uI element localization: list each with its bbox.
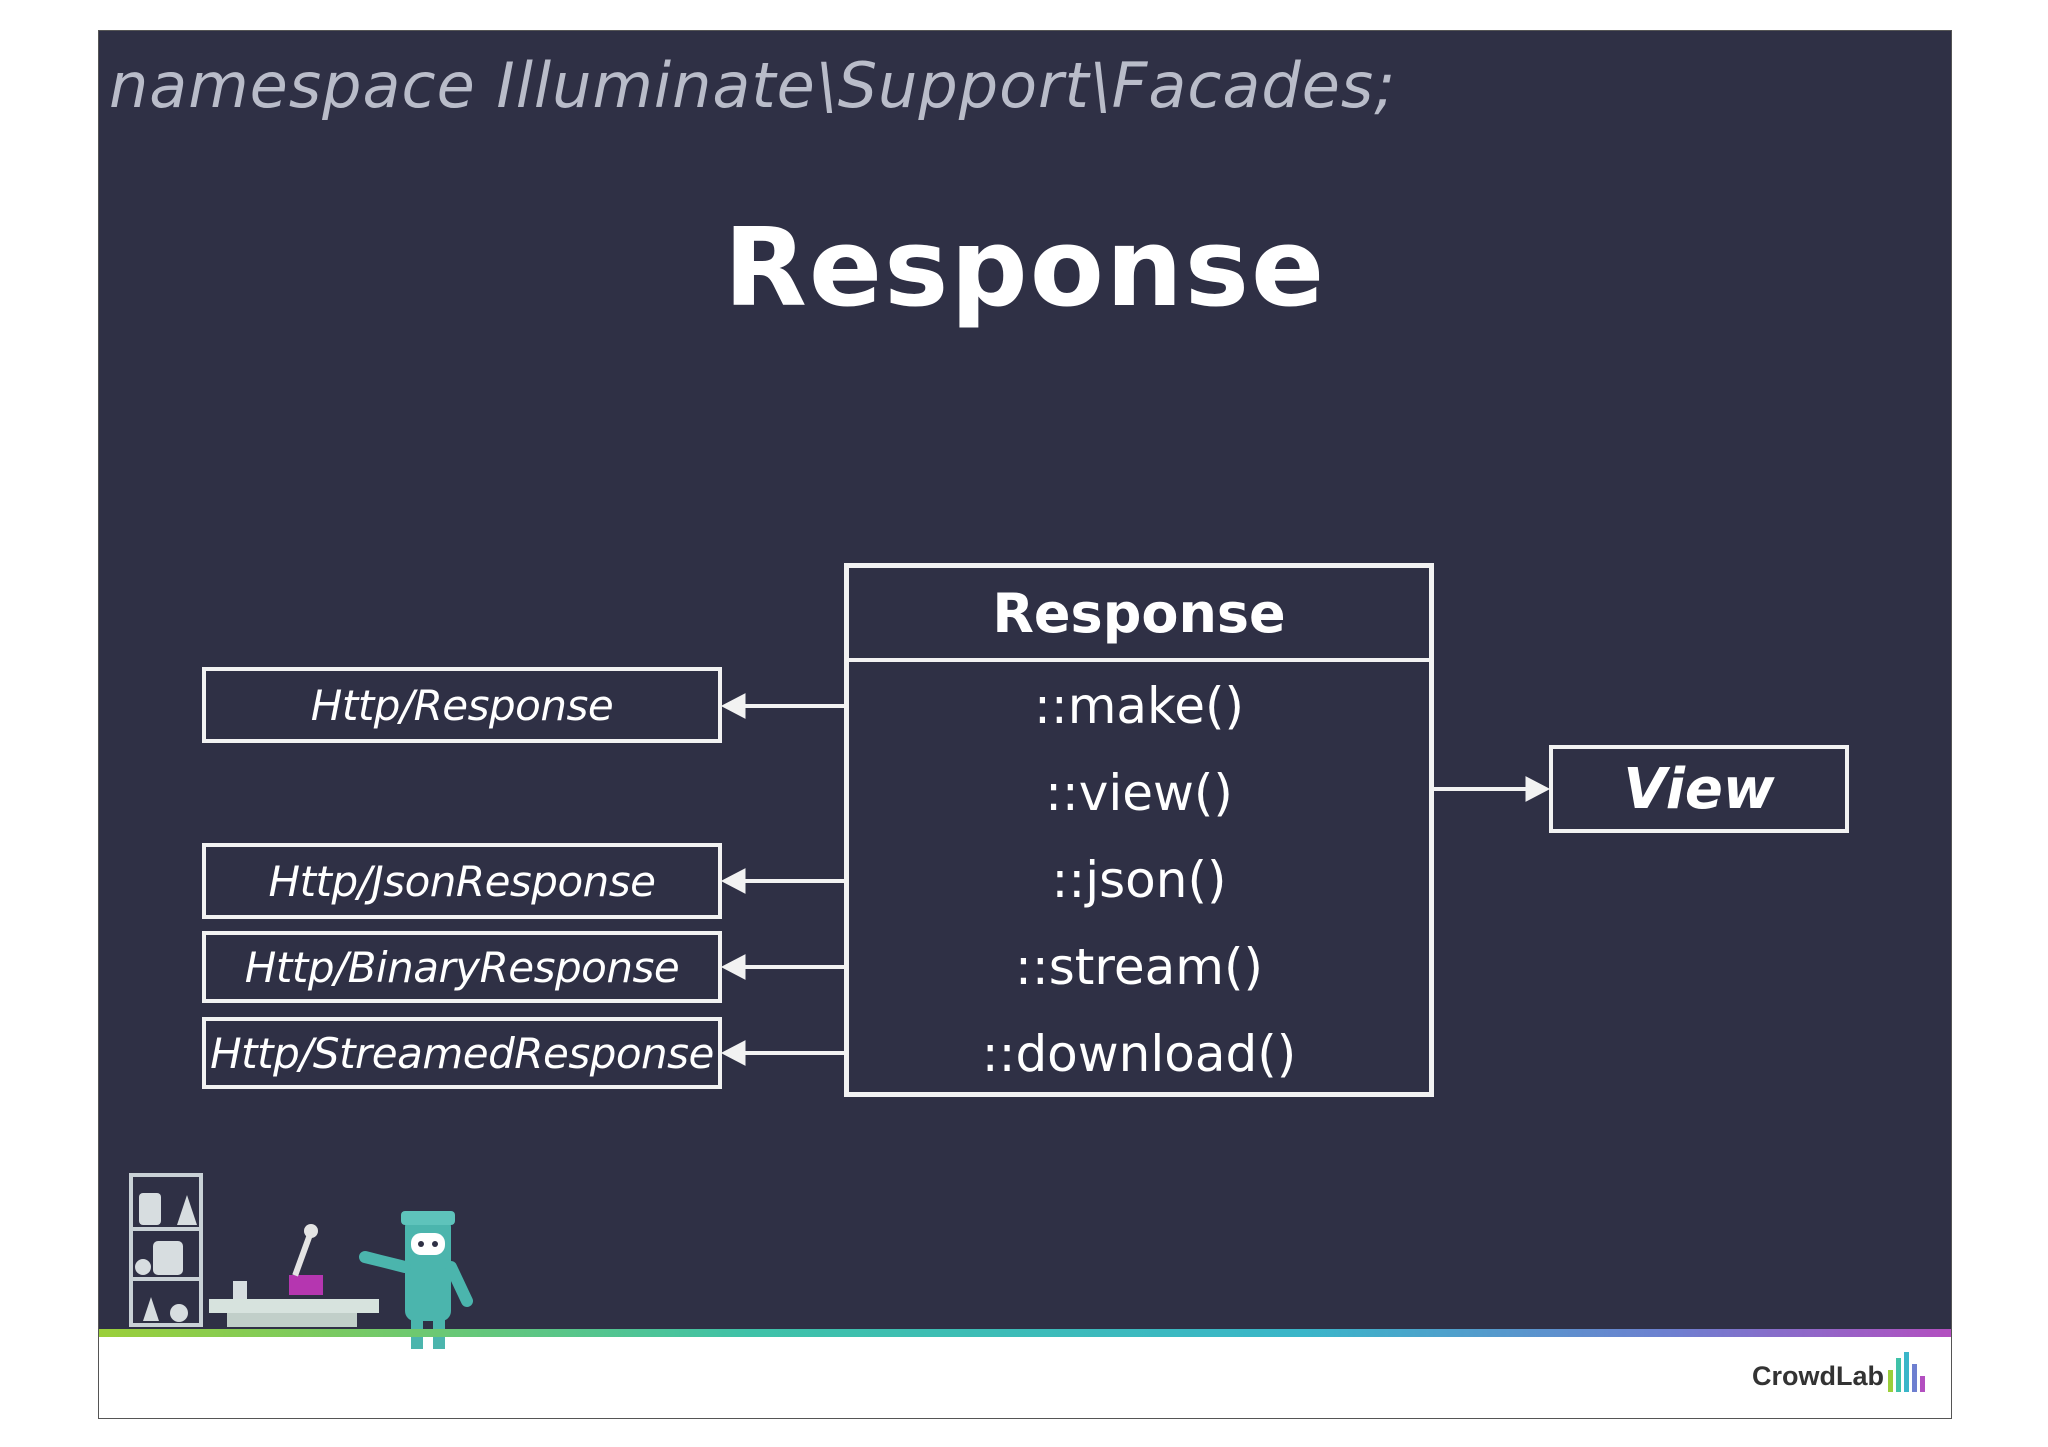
slide-title: Response [723,206,1327,331]
class-label: Http/Response [310,680,614,730]
method-download: ::download() [981,1024,1297,1083]
arrowhead [720,1040,746,1066]
class-label: Http/BinaryResponse [244,942,680,992]
logo-bar [1912,1364,1917,1392]
connector-arrows [720,693,1551,1066]
class-box-http-binary-response: Http/BinaryResponse [202,931,722,1003]
method-make: ::make() [1034,676,1244,735]
logo-bar [1888,1370,1893,1392]
method-stream: ::stream() [1015,937,1263,996]
response-class-box: Response ::make() ::view() ::json() ::st… [844,563,1434,1097]
class-box-http-response: Http/Response [202,667,722,743]
arrowhead [720,693,746,719]
class-label: Http/StreamedResponse [210,1028,714,1078]
namespace-heading: namespace Illuminate\Support\Facades; [109,49,1397,122]
view-label: View [1623,756,1775,822]
method-json: ::json() [1051,850,1227,909]
method-view: ::view() [1045,763,1233,822]
logo-bar [1904,1352,1909,1392]
slide: namespace Illuminate\Support\Facades; Re… [98,30,1952,1419]
chalkboard: namespace Illuminate\Support\Facades; Re… [99,31,1951,1349]
shelf-illustration [129,1173,203,1327]
arrowhead [1525,776,1551,802]
color-gradient-floor-line [99,1329,1951,1337]
class-box-http-streamed-response: Http/StreamedResponse [202,1017,722,1089]
view-box: View [1549,745,1849,833]
crowdlab-logo: CrowdLab [1752,1352,1925,1392]
logo-bar [1920,1376,1925,1392]
logo-text: CrowdLab [1752,1361,1884,1391]
arrowhead [720,954,746,980]
lab-mascot-illustration [129,1173,473,1349]
arrowhead [720,868,746,894]
class-box-http-json-response: Http/JsonResponse [202,843,722,919]
lab-table-illustration [209,1224,379,1327]
class-label: Http/JsonResponse [268,856,656,906]
logo-bars-icon [1888,1352,1925,1392]
response-class-title: Response [849,568,1429,662]
logo-bar [1896,1358,1901,1392]
robot-mascot-illustration [359,1211,473,1349]
